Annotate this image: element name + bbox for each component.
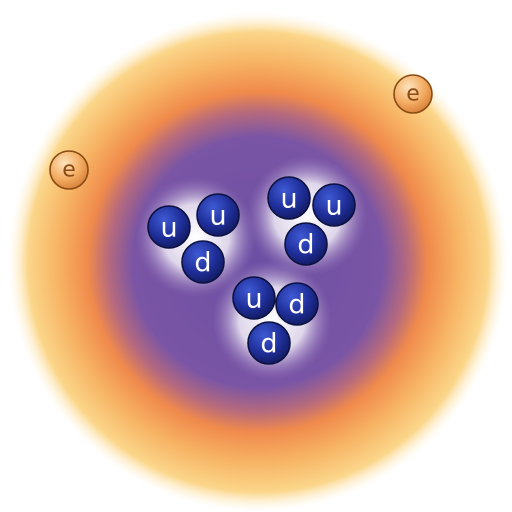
electron-ball — [49, 150, 89, 190]
quark-label: u — [209, 201, 226, 232]
electron-ball — [393, 74, 433, 114]
quark-label: d — [288, 290, 305, 321]
electron-label: e — [62, 158, 76, 183]
quark-label: d — [297, 230, 314, 261]
quark-ball — [147, 205, 191, 249]
quark: u — [196, 193, 240, 237]
quark: u — [267, 176, 311, 220]
quark-ball — [284, 222, 328, 266]
quark-ball — [196, 193, 240, 237]
quark-ball — [275, 282, 319, 326]
quark-label: u — [280, 184, 297, 215]
quark-label: d — [194, 248, 211, 279]
quark: d — [275, 282, 319, 326]
electron-label: e — [406, 82, 420, 107]
quark-ball — [267, 176, 311, 220]
quark-label: u — [160, 213, 177, 244]
quark-label: u — [245, 284, 262, 315]
quark-ball — [247, 321, 291, 365]
quark-ball — [312, 183, 356, 227]
electron: e — [49, 150, 89, 190]
quark: u — [312, 183, 356, 227]
quark: u — [147, 205, 191, 249]
nucleon: u ud — [136, 177, 256, 297]
quark-ball — [232, 276, 276, 320]
quark: d — [181, 240, 225, 284]
quark-label: d — [260, 329, 277, 360]
quark: d — [284, 222, 328, 266]
quark-ball — [181, 240, 225, 284]
electron-group: ee — [49, 74, 433, 190]
quark: u — [232, 276, 276, 320]
electron: e — [393, 74, 433, 114]
quark: d — [247, 321, 291, 365]
quark-label: u — [325, 191, 342, 222]
